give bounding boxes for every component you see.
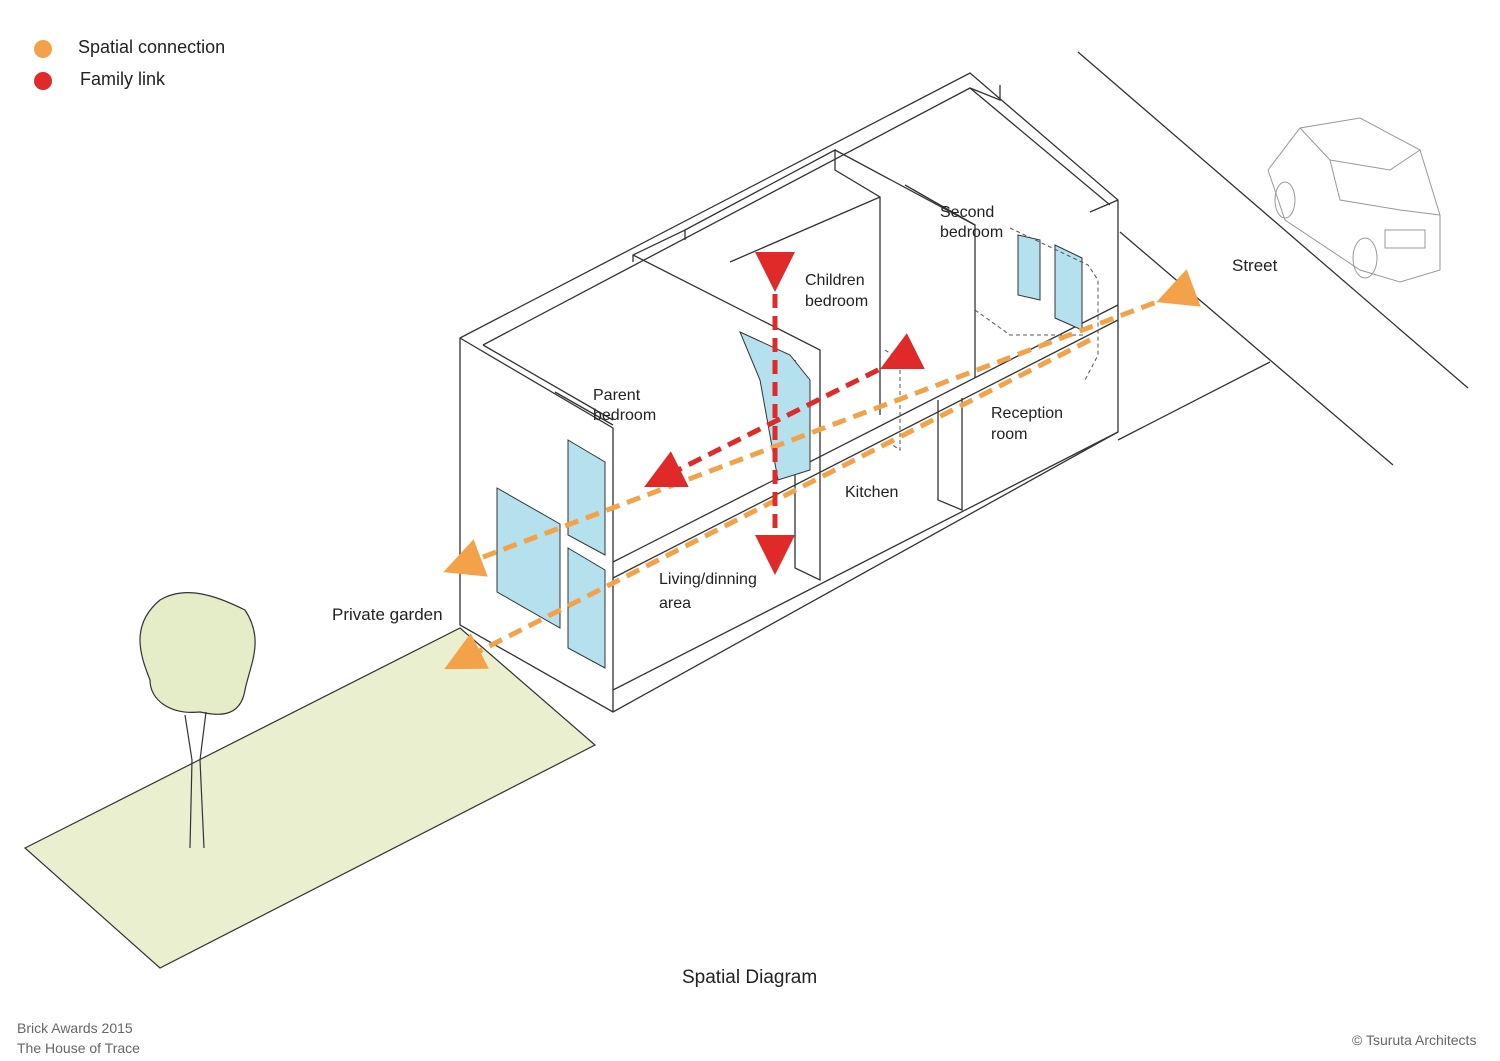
label-private-garden: Private garden (332, 605, 443, 624)
garden-lawn (23, 627, 597, 969)
label-living-2: area (659, 595, 692, 612)
label-reception-2: room (991, 426, 1028, 443)
label-second-bedroom-2: bedroom (940, 224, 1004, 241)
footer-award: Brick Awards 2015 (17, 1020, 133, 1036)
label-living: Living/dinning (659, 571, 757, 588)
diagram-title: Spatial Diagram (682, 967, 818, 988)
legend-label-family: Family link (80, 69, 166, 89)
label-street: Street (1232, 256, 1278, 275)
car-icon (1267, 117, 1441, 283)
label-reception: Reception (991, 405, 1064, 422)
label-second-bedroom: Second (940, 204, 995, 221)
label-parent-bedroom: Parent (593, 387, 641, 404)
legend-label-spatial: Spatial connection (78, 37, 226, 57)
footer-project: The House of Trace (17, 1040, 140, 1056)
footer-credit: © Tsuruta Architects (1352, 1032, 1477, 1048)
family-link-arrows (644, 252, 925, 575)
label-children-bedroom: Children (805, 272, 865, 289)
label-kitchen: Kitchen (845, 484, 899, 501)
family-link-legend-icon (34, 72, 52, 90)
label-children-bedroom-2: bedroom (805, 293, 869, 310)
label-parent-bedroom-2: bedroom (593, 407, 657, 424)
spatial-connection-legend-icon (34, 40, 52, 58)
tree-icon (139, 592, 256, 849)
